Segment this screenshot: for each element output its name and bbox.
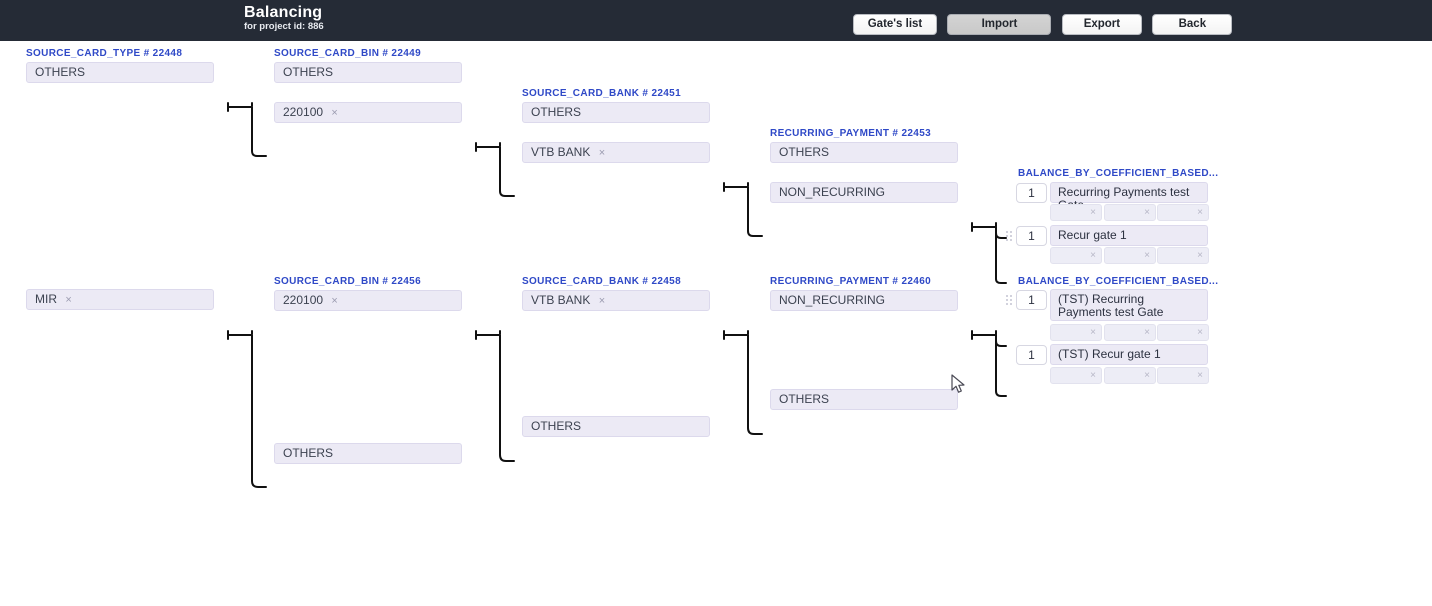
toolbar-buttons: Gate's list Import Export Back xyxy=(853,14,1238,35)
field-value: OTHERS xyxy=(283,446,334,460)
gate-name-field[interactable]: (TST) Recurring Payments test Gate xyxy=(1050,289,1208,321)
field-rec2-non-recurring[interactable]: NON_RECURRING xyxy=(770,290,958,311)
tree-canvas: SOURCE_CARD_TYPE # 22448 OTHERS SOURCE_C… xyxy=(0,41,1432,606)
remove-icon[interactable]: × xyxy=(1090,370,1096,381)
remove-icon[interactable]: × xyxy=(331,107,338,119)
gate-subfield[interactable]: × xyxy=(1104,367,1156,384)
remove-icon[interactable]: × xyxy=(1144,327,1150,338)
gate-subfield[interactable]: × xyxy=(1104,247,1156,264)
field-rec2-others[interactable]: OTHERS xyxy=(770,389,958,410)
field-bank1-others[interactable]: OTHERS xyxy=(522,102,710,123)
gate-subfield[interactable]: × xyxy=(1104,204,1156,221)
field-value: 220100 xyxy=(283,293,324,307)
back-button[interactable]: Back xyxy=(1152,14,1233,35)
field-rec1-others[interactable]: OTHERS xyxy=(770,142,958,163)
gate-subfield[interactable]: × xyxy=(1157,204,1209,221)
field-value: MIR xyxy=(35,292,57,306)
import-button[interactable]: Import xyxy=(947,14,1052,35)
gate-subfield[interactable]: × xyxy=(1050,324,1102,341)
field-bin2-220100[interactable]: 220100 × xyxy=(274,290,462,311)
remove-icon[interactable]: × xyxy=(1144,207,1150,218)
gates-list-button[interactable]: Gate's list xyxy=(853,14,937,35)
field-value: VTB BANK xyxy=(531,293,591,307)
remove-icon[interactable]: × xyxy=(1197,250,1203,261)
column-header-balance-by-coefficient-1: BALANCE_BY_COEFFICIENT_BASED... xyxy=(1018,168,1219,179)
remove-icon[interactable]: × xyxy=(598,147,606,159)
app-branding: Balancing for project id: 886 xyxy=(244,4,324,33)
column-header-source-card-type-22448: SOURCE_CARD_TYPE # 22448 xyxy=(26,48,183,59)
gate-subfield[interactable]: × xyxy=(1050,367,1102,384)
column-header-source-card-bin-22449: SOURCE_CARD_BIN # 22449 xyxy=(274,48,421,59)
gate-coefficient-input[interactable]: 1 xyxy=(1016,183,1047,203)
field-value: NON_RECURRING xyxy=(779,293,886,307)
drag-handle-icon[interactable] xyxy=(1006,231,1013,242)
field-value: OTHERS xyxy=(779,145,830,159)
remove-icon[interactable]: × xyxy=(1197,370,1203,381)
field-value: OTHERS xyxy=(35,65,86,79)
connector-lines xyxy=(227,102,1007,488)
field-value: 220100 xyxy=(283,105,324,119)
field-bank1-vtb[interactable]: VTB BANK × xyxy=(522,142,710,163)
remove-icon[interactable]: × xyxy=(1197,207,1203,218)
column-header-balance-by-coefficient-2: BALANCE_BY_COEFFICIENT_BASED... xyxy=(1018,276,1219,287)
field-bank2-others[interactable]: OTHERS xyxy=(522,416,710,437)
gate-subfield[interactable]: × xyxy=(1157,367,1209,384)
column-header-recurring-payment-22460: RECURRING_PAYMENT # 22460 xyxy=(770,276,932,287)
project-subtitle: for project id: 886 xyxy=(244,21,324,32)
field-value: VTB BANK xyxy=(531,145,591,159)
page-title: Balancing xyxy=(244,4,323,21)
gate-subfield[interactable]: × xyxy=(1157,324,1209,341)
field-value: OTHERS xyxy=(283,65,334,79)
export-button[interactable]: Export xyxy=(1061,14,1142,35)
field-bin2-others[interactable]: OTHERS xyxy=(274,443,462,464)
gate-coefficient-input[interactable]: 1 xyxy=(1016,290,1047,310)
field-card-type-mir[interactable]: MIR × xyxy=(26,289,214,310)
column-header-source-card-bank-22451: SOURCE_CARD_BANK # 22451 xyxy=(522,88,682,99)
remove-icon[interactable]: × xyxy=(1090,207,1096,218)
column-header-source-card-bank-22458: SOURCE_CARD_BANK # 22458 xyxy=(522,276,682,287)
field-value: OTHERS xyxy=(779,392,830,406)
field-value: OTHERS xyxy=(531,419,582,433)
gate-subfield[interactable]: × xyxy=(1050,204,1102,221)
field-value: OTHERS xyxy=(531,105,582,119)
gate-name-field[interactable]: Recur gate 1 xyxy=(1050,225,1208,246)
gate-coefficient-input[interactable]: 1 xyxy=(1016,226,1047,246)
field-bin1-others[interactable]: OTHERS xyxy=(274,62,462,83)
remove-icon[interactable]: × xyxy=(1090,327,1096,338)
gate-subfield[interactable]: × xyxy=(1050,247,1102,264)
remove-icon[interactable]: × xyxy=(331,295,338,307)
gate-name-field[interactable]: Recurring Payments test Gate xyxy=(1050,182,1208,212)
field-value: NON_RECURRING xyxy=(779,185,886,199)
field-rec1-non-recurring[interactable]: NON_RECURRING xyxy=(770,182,958,203)
field-bin1-220100[interactable]: 220100 × xyxy=(274,102,462,123)
field-bank2-vtb[interactable]: VTB BANK × xyxy=(522,290,710,311)
remove-icon[interactable]: × xyxy=(65,294,72,306)
drag-handle-icon[interactable] xyxy=(1006,295,1013,306)
top-bar: Balancing for project id: 886 Gate's lis… xyxy=(0,0,1432,41)
remove-icon[interactable]: × xyxy=(1144,250,1150,261)
column-header-recurring-payment-22453: RECURRING_PAYMENT # 22453 xyxy=(770,128,932,139)
gate-subfield[interactable]: × xyxy=(1157,247,1209,264)
column-header-source-card-bin-22456: SOURCE_CARD_BIN # 22456 xyxy=(274,276,421,287)
remove-icon[interactable]: × xyxy=(1197,327,1203,338)
remove-icon[interactable]: × xyxy=(598,295,606,307)
remove-icon[interactable]: × xyxy=(1144,370,1150,381)
gate-name-field[interactable]: (TST) Recur gate 1 xyxy=(1050,344,1208,365)
field-card-type-others[interactable]: OTHERS xyxy=(26,62,214,83)
gate-coefficient-input[interactable]: 1 xyxy=(1016,345,1047,365)
remove-icon[interactable]: × xyxy=(1090,250,1096,261)
gate-subfield[interactable]: × xyxy=(1104,324,1156,341)
